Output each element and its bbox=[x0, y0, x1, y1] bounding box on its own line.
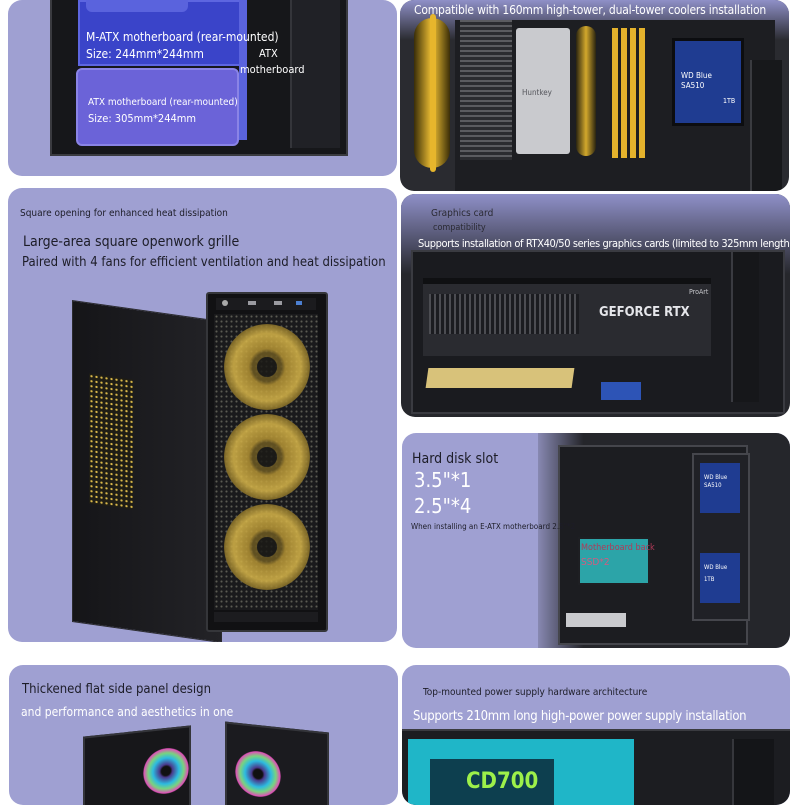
gpu-label-line1: Graphics card bbox=[431, 208, 494, 219]
hard-disk-note: When installing an E-ATX motherboard 2.5… bbox=[411, 522, 576, 531]
psu-side-rail bbox=[732, 739, 774, 805]
usb-port-icon bbox=[248, 301, 256, 305]
cooler-brand-text: Huntkey bbox=[522, 88, 552, 97]
side-design-subline: and performance and aesthetics in one bbox=[21, 705, 234, 719]
rgb-fan-right bbox=[235, 748, 281, 800]
matx-board-inner bbox=[86, 0, 188, 12]
gpu-card: GEFORCE RTX ProArt bbox=[423, 278, 711, 356]
side-design-headline: Thickened flat side panel design bbox=[22, 682, 211, 697]
cooler-heatsink bbox=[460, 20, 512, 160]
side-vent bbox=[89, 373, 133, 510]
gpu-fins bbox=[429, 294, 579, 334]
cooler-compat-title: Compatible with 160mm high-tower, dual-t… bbox=[414, 3, 766, 17]
front-grille-panel: Square opening for enhanced heat dissipa… bbox=[8, 188, 397, 642]
grille-small-title: Square opening for enhanced heat dissipa… bbox=[20, 208, 228, 219]
ram-sticks bbox=[612, 28, 646, 158]
matx-label: M-ATX motherboard (rear-mounted) bbox=[86, 30, 279, 44]
grille-headline: Large-area square openwork grille bbox=[23, 234, 240, 250]
front-fan-middle bbox=[224, 414, 310, 500]
gpu-compat-title: Supports installation of RTX40/50 series… bbox=[418, 237, 790, 250]
psu-unit: CD700 bbox=[408, 739, 634, 805]
cooler-compat-panel: Huntkey WD Blue SA510 1TB Compatible wit… bbox=[400, 0, 789, 191]
ssd-card: WD Blue SA510 1TB bbox=[672, 38, 744, 126]
psu-model-text: CD700 bbox=[466, 769, 539, 794]
hard-disk-spec-1: 3.5"*1 bbox=[414, 468, 472, 492]
gpu-ssd-2 bbox=[601, 382, 641, 400]
side-panel-design-panel: Thickened flat side panel design and per… bbox=[9, 665, 398, 805]
psu-small-title: Top-mounted power supply hardware archit… bbox=[423, 687, 648, 698]
case-rear-frame bbox=[290, 0, 340, 148]
gpu-side-rail bbox=[731, 252, 759, 402]
usb-c-port-icon bbox=[296, 301, 302, 305]
atx-side-label-line1: ATX bbox=[259, 47, 278, 60]
hard-disk-spec-2: 2.5"*4 bbox=[414, 494, 472, 518]
ssd-brand: WD Blue bbox=[681, 71, 712, 80]
hard-disk-title: Hard disk slot bbox=[412, 451, 499, 467]
ssd-model: SA510 bbox=[681, 81, 705, 90]
gpu-ssd bbox=[425, 368, 575, 388]
ssd-bottom-capacity: 1TB bbox=[704, 576, 715, 583]
front-fan-bottom bbox=[224, 504, 310, 590]
case-side-panel bbox=[72, 300, 222, 642]
power-supply-panel: CD700 Top-mounted power supply hardware … bbox=[402, 665, 790, 805]
atx-board-outline bbox=[76, 68, 239, 146]
ssd-top: WD Blue SA510 bbox=[700, 463, 740, 513]
gpu-series-text: ProArt bbox=[689, 288, 709, 296]
backplate-label-line2: SSD*2 bbox=[581, 557, 610, 568]
ssd-bottom-brand: WD Blue bbox=[704, 564, 728, 571]
power-button-icon bbox=[222, 300, 228, 306]
ssd-bottom: WD Blue 1TB bbox=[700, 553, 740, 603]
usb-port-icon bbox=[274, 301, 282, 305]
front-fan-top bbox=[224, 324, 310, 410]
atx-label: ATX motherboard (rear-mounted) bbox=[88, 97, 238, 108]
backplate-label-line1: Motherboard back bbox=[581, 543, 655, 553]
case-rgb-right bbox=[225, 721, 329, 805]
psu-headline: Supports 210mm long high-power power sup… bbox=[413, 709, 747, 724]
atx-side-label-line2: motherboard bbox=[240, 63, 305, 76]
front-io-strip bbox=[216, 298, 316, 310]
motherboard-size-panel: M-ATX motherboard (rear-mounted) Size: 2… bbox=[8, 0, 397, 176]
grille-subline: Paired with 4 fans for efficient ventila… bbox=[22, 255, 386, 270]
ssd-capacity: 1TB bbox=[723, 97, 736, 105]
atx-board-strip bbox=[239, 0, 247, 140]
bottom-ssd bbox=[566, 613, 626, 627]
hard-disk-panel: WD Blue SA510 WD Blue 1TB Hard disk slot… bbox=[402, 433, 790, 648]
case-front-panel bbox=[206, 292, 328, 632]
ssd-top-brand: WD Blue bbox=[704, 474, 728, 481]
case-right-rail bbox=[750, 60, 782, 191]
rgb-fan-left bbox=[143, 745, 189, 797]
cooler-fan-frame bbox=[430, 14, 436, 172]
backplate-ssd-slot bbox=[578, 537, 650, 585]
gpu-brand-text: GEFORCE RTX bbox=[599, 305, 690, 320]
atx-size: Size: 305mm*244mm bbox=[88, 112, 197, 125]
cooler-block: Huntkey bbox=[516, 28, 570, 154]
ssd-top-model: SA510 bbox=[704, 482, 722, 489]
graphics-card-panel: GEFORCE RTX ProArt Graphics card compati… bbox=[401, 194, 790, 417]
case-foot bbox=[214, 612, 318, 622]
heatpipe bbox=[576, 26, 596, 156]
gpu-label-line2: compatibility bbox=[433, 223, 486, 233]
matx-size: Size: 244mm*244mm bbox=[86, 47, 204, 61]
case-rgb-left bbox=[83, 725, 191, 805]
